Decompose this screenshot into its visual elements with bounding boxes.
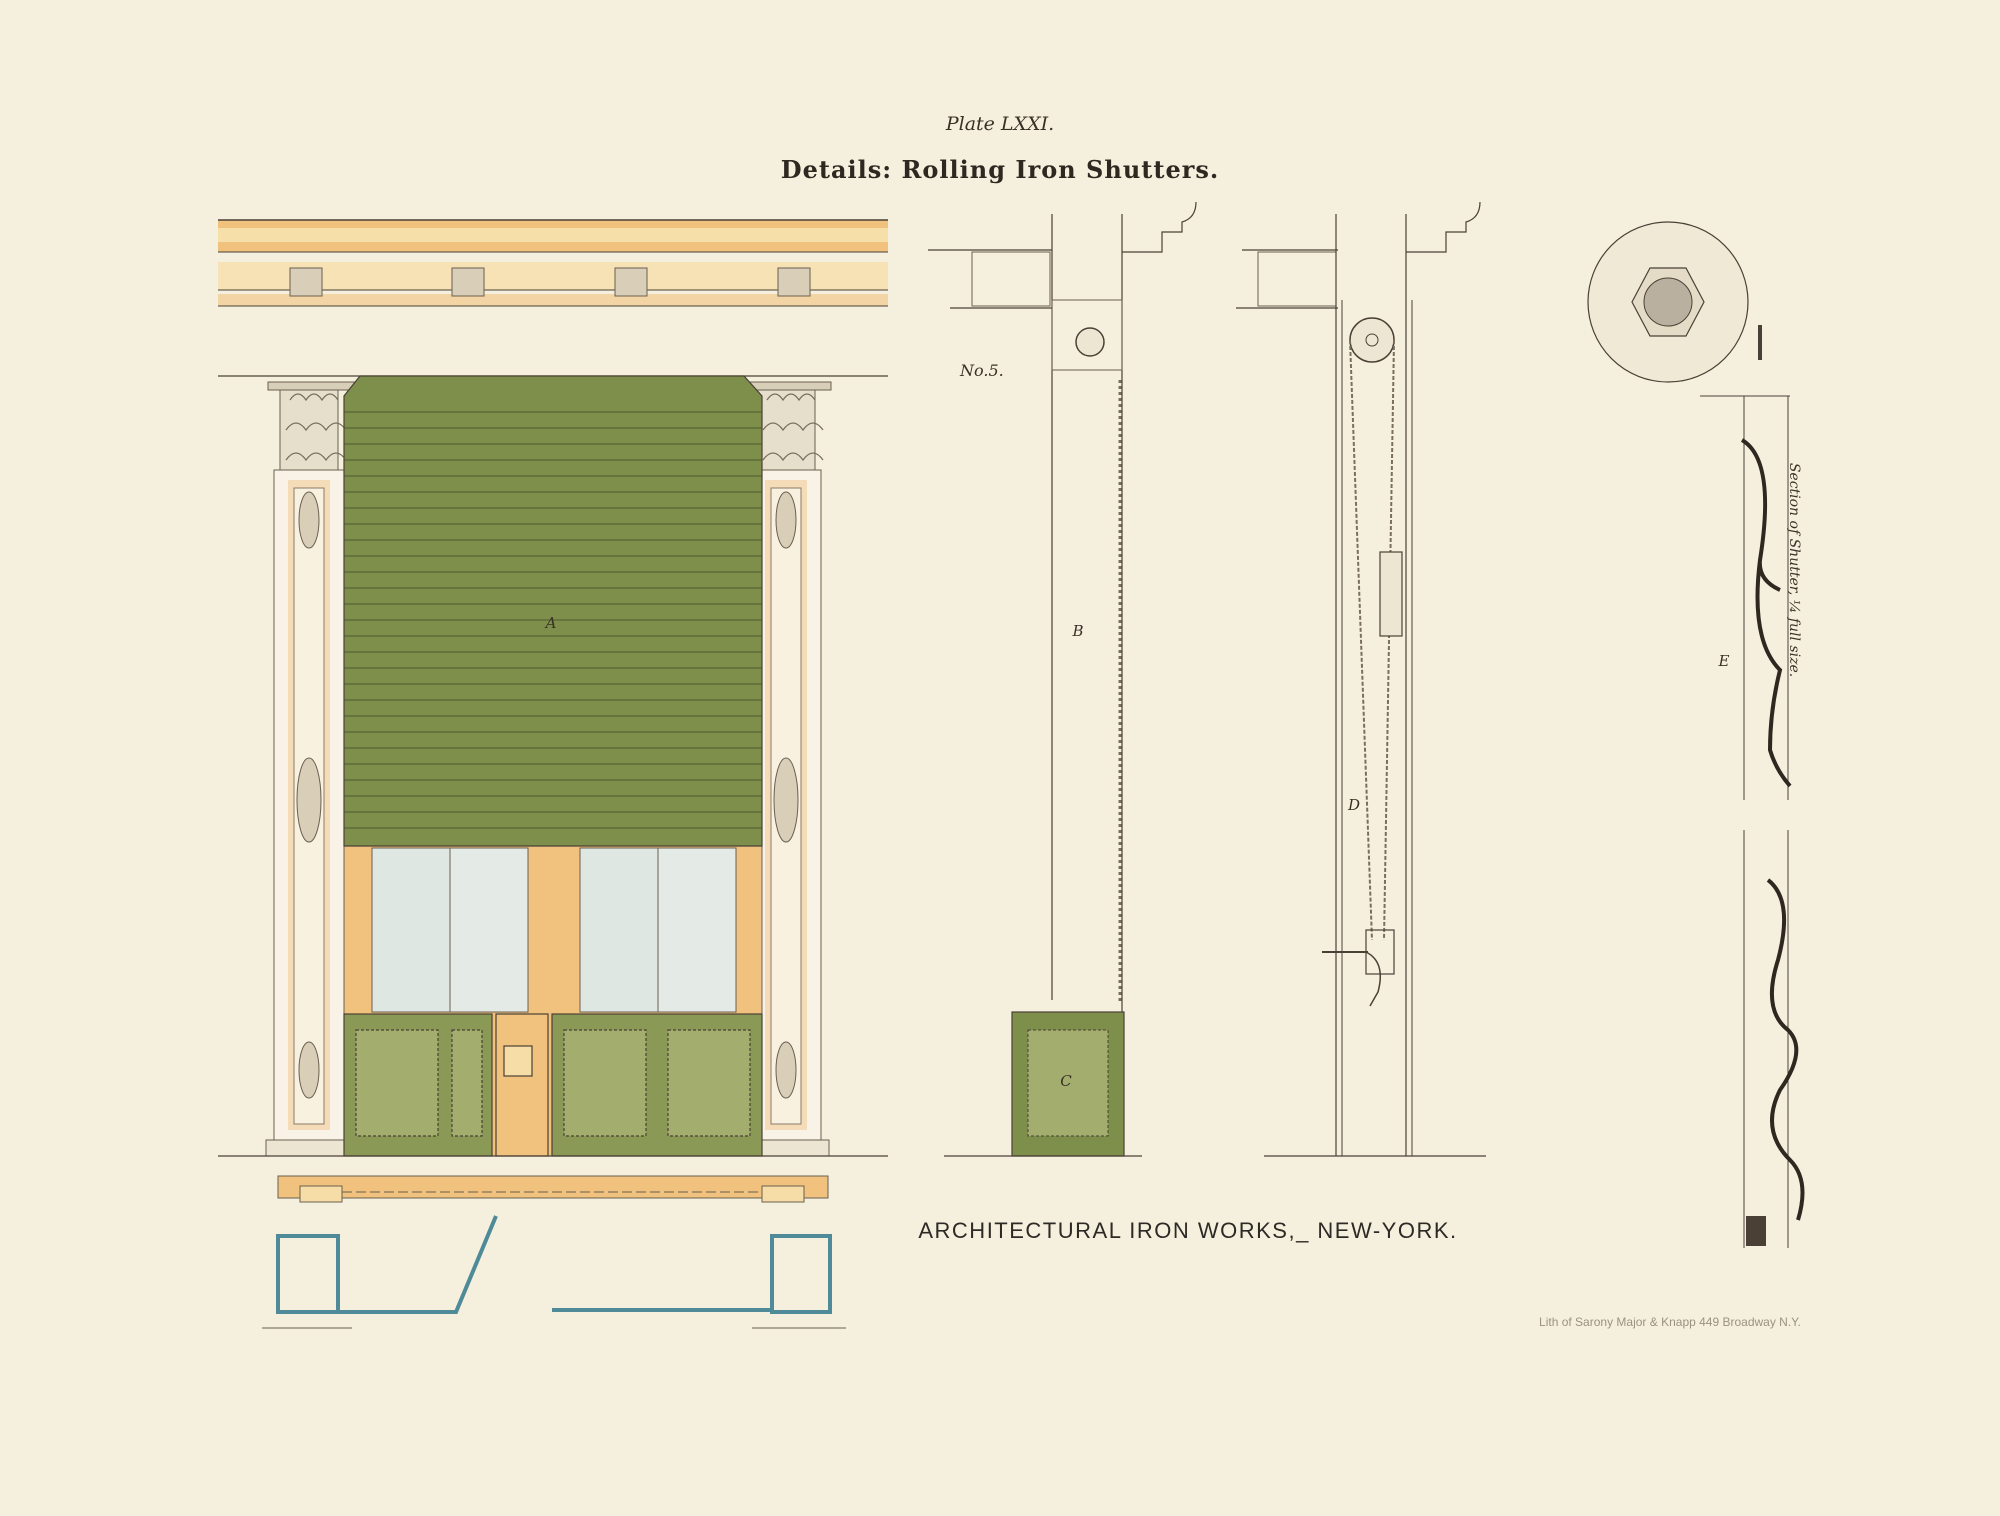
figure-number: No.5. xyxy=(959,361,1004,380)
glass-panes xyxy=(371,847,737,1013)
letter-a: A xyxy=(544,614,557,632)
storefront-elevation: A xyxy=(218,375,888,1157)
plate-number: Plate LXXI. xyxy=(945,113,1054,135)
section-caption: Section of Shutter, ¼ full size. xyxy=(1786,463,1802,677)
rolling-shutter-a xyxy=(343,375,763,847)
door-panels xyxy=(343,1013,763,1157)
letter-b: B xyxy=(1071,622,1083,640)
section-e: E Section of Shutter, ¼ full size. xyxy=(1587,221,1805,1248)
letter-c: C xyxy=(1060,1072,1072,1090)
cornice xyxy=(218,219,888,307)
cornice-brackets xyxy=(289,267,811,297)
section-b-c: No.5. B C xyxy=(928,201,1197,1157)
section-d: D xyxy=(1236,201,1486,1157)
letter-d: D xyxy=(1347,796,1360,814)
publisher-line: ARCHITECTURAL IRON WORKS,_ NEW-YORK. xyxy=(918,1218,1457,1243)
right-column xyxy=(742,381,832,1157)
plate-title: Details: Rolling Iron Shutters. xyxy=(781,155,1219,184)
left-column xyxy=(265,381,355,1157)
lithographer-credit: Lith of Sarony Major & Knapp 449 Broadwa… xyxy=(1539,1315,1801,1329)
letter-e: E xyxy=(1718,652,1730,670)
ground-plan xyxy=(262,1175,846,1329)
